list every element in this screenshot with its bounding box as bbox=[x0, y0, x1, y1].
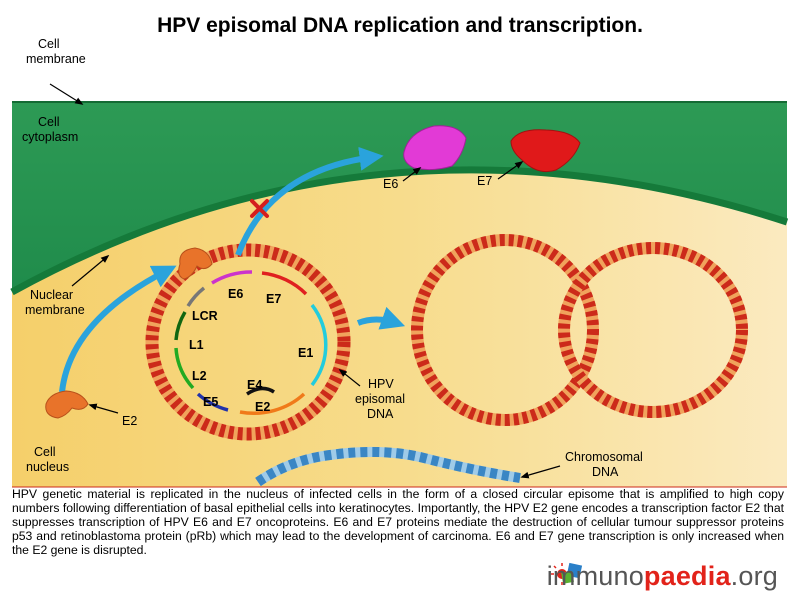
nuclear-membrane bbox=[10, 166, 789, 296]
label-hpv-episomal-2: episomal bbox=[355, 392, 405, 406]
e2-protein-free bbox=[45, 390, 89, 419]
arrow-transcription-out bbox=[235, 146, 384, 257]
arrow-replication bbox=[356, 306, 406, 330]
replicated-episome-left bbox=[411, 234, 599, 426]
e2-protein-bound bbox=[178, 247, 213, 280]
label-nuclear-membrane-2: membrane bbox=[25, 303, 85, 317]
gene-arc-e5 bbox=[196, 392, 229, 412]
gene-label-e1: E1 bbox=[298, 346, 313, 360]
e7-protein bbox=[510, 129, 581, 173]
pointer-e7 bbox=[497, 161, 524, 180]
arrow-e2-to-episome bbox=[59, 265, 177, 393]
gene-arc-l1 bbox=[174, 311, 187, 341]
gene-label-e6: E6 bbox=[228, 287, 243, 301]
label-cell-cytoplasm-2: cytoplasm bbox=[22, 130, 78, 144]
label-cell-nucleus-1: Cell bbox=[34, 445, 56, 459]
label-cell-nucleus-2: nucleus bbox=[26, 460, 69, 474]
gene-arc-e4 bbox=[246, 386, 275, 396]
pointer-cell-membrane bbox=[49, 83, 84, 105]
label-hpv-episomal-3: DNA bbox=[367, 407, 394, 421]
label-e2-protein: E2 bbox=[122, 414, 137, 428]
gene-label-lcr: LCR bbox=[192, 309, 218, 323]
gene-label-l1: L1 bbox=[189, 338, 204, 352]
gene-label-l2: L2 bbox=[192, 369, 207, 383]
logo-text-org: .org bbox=[730, 561, 778, 591]
pointer-hpv-episomal bbox=[338, 368, 361, 387]
gene-label-e4: E4 bbox=[247, 378, 262, 392]
label-cell-membrane-1: Cell bbox=[38, 37, 60, 51]
label-cell-membrane-2: membrane bbox=[26, 52, 86, 66]
gene-label-e7: E7 bbox=[266, 292, 281, 306]
pointer-nuclear-membrane bbox=[71, 254, 110, 287]
gene-label-e2: E2 bbox=[255, 400, 270, 414]
immunopaedia-logo-mark bbox=[551, 562, 583, 585]
gene-arc-l2 bbox=[174, 347, 195, 390]
e6-protein bbox=[403, 125, 467, 171]
label-e6-protein: E6 bbox=[383, 177, 398, 191]
label-chromosomal-1: Chromosomal bbox=[565, 450, 643, 464]
immunopaedia-logo: immunopaedia.org bbox=[547, 561, 778, 592]
hpv-episome-circle bbox=[145, 243, 351, 441]
gene-label-e5: E5 bbox=[203, 395, 218, 409]
gene-arc-e2 bbox=[239, 392, 306, 416]
label-e7-protein: E7 bbox=[477, 174, 492, 188]
chromosomal-dna bbox=[255, 446, 521, 487]
pointer-e6 bbox=[402, 166, 422, 182]
label-hpv-episomal-1: HPV bbox=[368, 377, 394, 391]
label-chromosomal-2: DNA bbox=[592, 465, 619, 479]
logo-text-immuno: immuno bbox=[546, 561, 644, 591]
transcription-blocked-x bbox=[250, 199, 269, 218]
label-nuclear-membrane-1: Nuclear bbox=[30, 288, 73, 302]
replicated-episome-right bbox=[558, 242, 748, 418]
gene-arc-e6 bbox=[211, 270, 253, 285]
label-cell-cytoplasm-1: Cell bbox=[38, 115, 60, 129]
gene-arc-e7 bbox=[261, 271, 308, 296]
diagram-title: HPV episomal DNA replication and transcr… bbox=[157, 14, 643, 37]
pointer-chromosomal bbox=[520, 465, 561, 479]
gene-arc-e1 bbox=[310, 303, 328, 387]
logo-text-paedia: paedia bbox=[643, 561, 731, 591]
figure-caption: HPV genetic material is replicated in th… bbox=[12, 487, 784, 557]
pointer-e2 bbox=[88, 403, 119, 414]
gene-arc-lcr bbox=[186, 286, 206, 307]
